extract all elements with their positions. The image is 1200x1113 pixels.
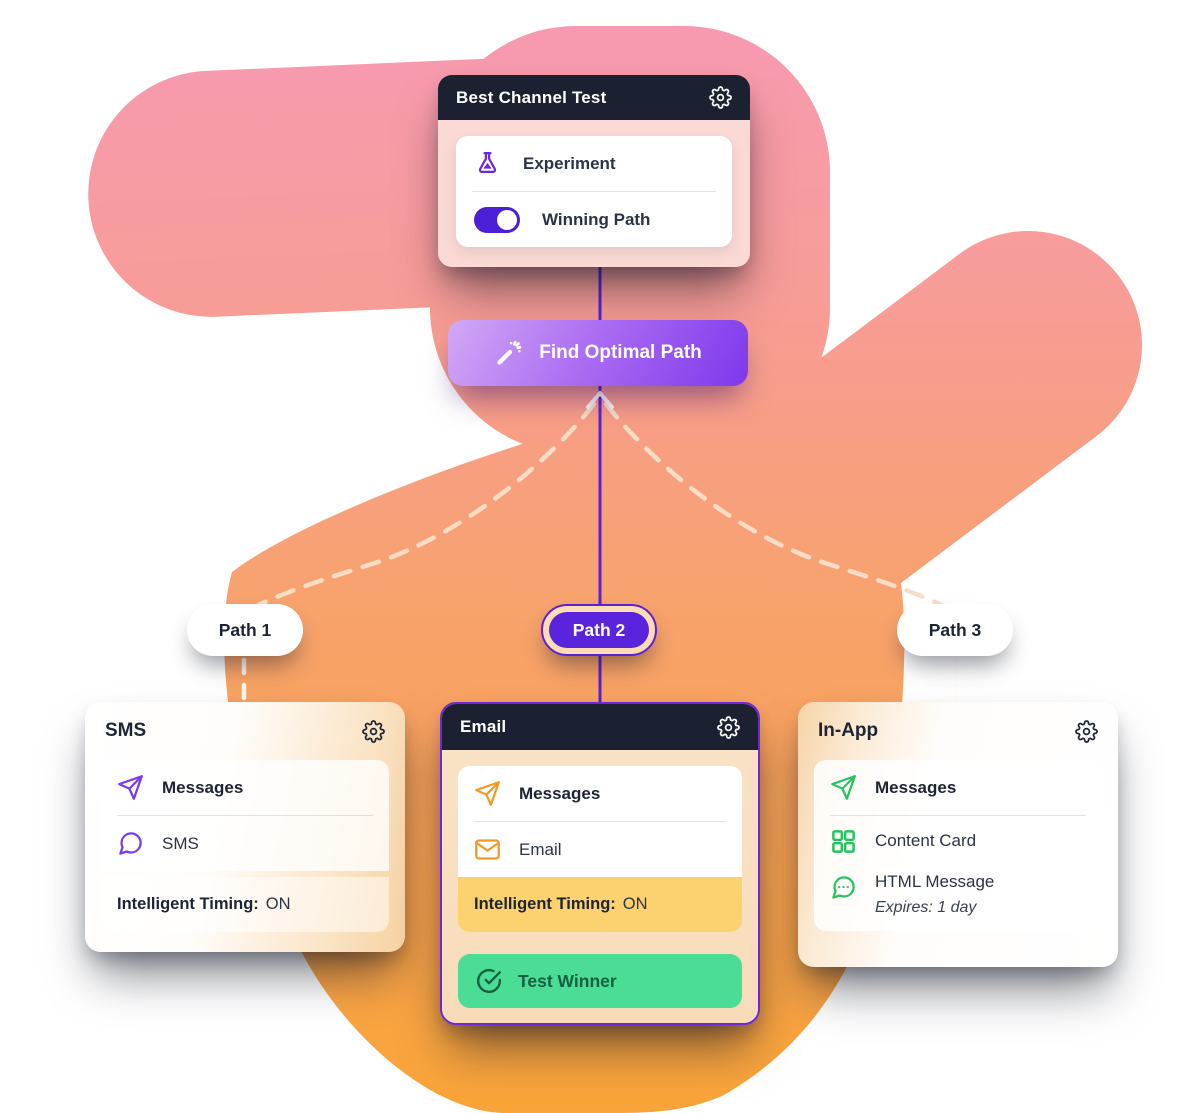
inapp-channel-card[interactable]: In-App Messages Content Card HTML Messag… [798,702,1118,967]
find-optimal-path-button[interactable]: Find Optimal Path [448,320,748,386]
chat-dots-icon [832,876,855,899]
divider [117,815,373,816]
content-card-row: Content Card [814,816,1102,866]
path-1-pill[interactable]: Path 1 [187,604,303,656]
sms-card-title: SMS [105,720,147,741]
messages-label: Messages [162,777,244,797]
timing-value: ON [265,895,291,913]
find-optimal-path-label: Find Optimal Path [539,342,702,363]
html-message-row: HTML Message Expires: 1 day [814,866,1102,931]
send-icon [118,775,143,800]
magic-wand-icon [497,340,522,365]
html-message-label: HTML Message [875,872,995,891]
envelope-icon [475,839,500,860]
messages-row: Messages [814,760,1102,815]
gear-icon[interactable] [362,719,385,743]
arrow-up-icon [586,391,614,409]
divider [830,815,1086,816]
experiment-card-body: Experiment Winning Path [438,120,750,267]
experiment-row: Experiment [456,136,732,191]
messages-row: Messages [101,760,389,815]
timing-label: Intelligent Timing: [474,895,616,913]
path-3-label: Path 3 [928,619,982,640]
divider [474,821,726,822]
path-2-label: Path 2 [572,619,626,640]
email-card-title: Email [460,717,507,736]
email-channel-card[interactable]: Email Messages Email Intelligent T [440,702,760,1025]
sms-channel-card[interactable]: SMS Messages SMS Intelligent Timing: ON [85,702,405,952]
experiment-row-label: Experiment [523,153,616,173]
flask-icon [478,152,497,173]
messages-label: Messages [875,777,957,797]
timing-label: Intelligent Timing: [117,895,259,913]
gear-icon[interactable] [1075,719,1098,743]
experiment-card-title: Best Channel Test [456,87,607,107]
path-3-pill[interactable]: Path 3 [897,604,1013,656]
grid-icon [832,829,855,853]
intelligent-timing-row: Intelligent Timing: ON [458,877,742,932]
sms-type-label: SMS [162,833,199,853]
test-winner-label: Test Winner [518,970,617,991]
winning-path-label: Winning Path [542,209,651,229]
sms-type-row: SMS [101,816,389,871]
email-type-label: Email [519,839,562,859]
chat-bubble-icon [119,832,142,855]
expires-label: Expires: 1 day [875,899,977,916]
timing-value: ON [622,895,648,913]
intelligent-timing-row: Intelligent Timing: ON [101,877,389,932]
path-2-pill[interactable]: Path 2 [541,604,657,656]
divider [472,191,716,192]
test-winner-badge: Test Winner [458,954,742,1008]
inapp-card-title: In-App [818,720,879,741]
winning-path-row: Winning Path [456,192,732,247]
email-type-row: Email [458,822,742,877]
gear-icon[interactable] [709,86,732,109]
content-card-label: Content Card [875,831,977,850]
messages-row: Messages [458,766,742,821]
experiment-node-card[interactable]: Best Channel Test Experiment Winning Pat… [438,75,750,267]
check-circle-icon [476,968,502,993]
send-icon [831,775,856,800]
send-icon [475,781,500,806]
messages-label: Messages [519,783,601,803]
path-2-active-pill: Path 2 [549,612,649,648]
path-1-label: Path 1 [218,619,272,640]
winning-path-toggle[interactable] [474,206,520,233]
gear-icon[interactable] [717,715,740,739]
experiment-card-header: Best Channel Test [438,75,750,120]
